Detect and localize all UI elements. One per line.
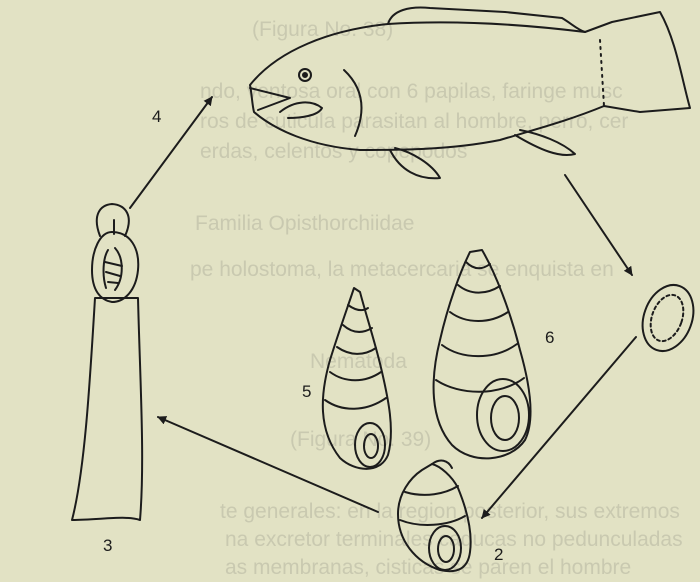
label-4: 4 (152, 107, 161, 127)
adult-fluke (72, 204, 142, 520)
arrow-fluke-to-fish (130, 97, 212, 208)
arrow-fish-to-cyst (565, 175, 632, 275)
metacercaria-cyst (634, 278, 700, 358)
label-6: 6 (545, 328, 554, 348)
arrow-snail-to-fluke (158, 417, 378, 512)
snail-slender (323, 288, 391, 469)
arrow-cyst-to-snail (482, 337, 636, 518)
fish-illustration (250, 8, 690, 179)
snail-first-host (398, 461, 471, 572)
snail-large (434, 250, 531, 458)
label-3: 3 (103, 536, 112, 556)
label-2: 2 (494, 545, 503, 565)
label-5: 5 (302, 382, 311, 402)
